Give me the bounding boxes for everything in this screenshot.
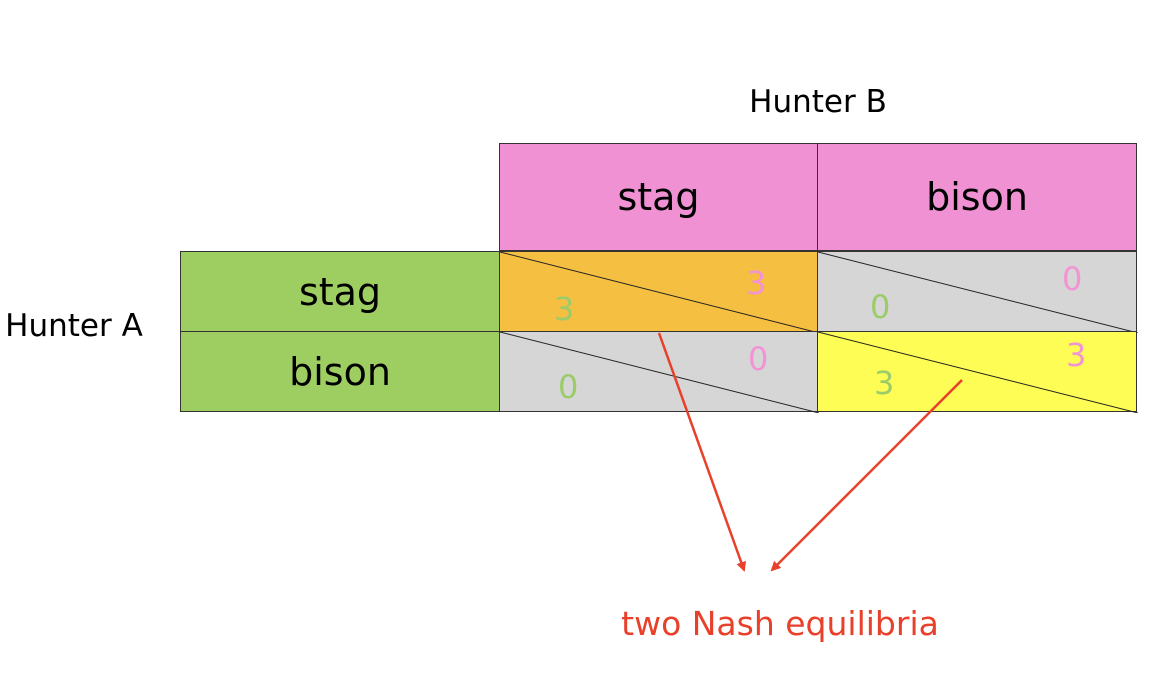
payoff-cell-stag-stag: 3 3	[499, 251, 819, 333]
payoff-hunter-a: 3	[554, 290, 575, 328]
row-header-label: stag	[298, 269, 382, 314]
payoff-hunter-a: 3	[874, 364, 895, 402]
payoff-hunter-b: 0	[748, 340, 769, 378]
payoff-hunter-b: 0	[1062, 260, 1083, 298]
row-header-bison: bison	[180, 331, 500, 412]
row-header-stag: stag	[180, 251, 500, 332]
column-header-label: stag	[617, 175, 700, 219]
payoff-hunter-b: 3	[746, 264, 767, 302]
cell-diagonal	[818, 332, 1138, 413]
cell-diagonal	[818, 252, 1138, 333]
payoff-hunter-a: 0	[558, 368, 579, 406]
column-player-label: Hunter B	[749, 84, 887, 120]
payoff-hunter-a: 0	[870, 288, 891, 326]
row-header-label: bison	[289, 349, 391, 394]
payoff-cell-bison-stag: 0 0	[499, 331, 819, 413]
column-header-label: bison	[926, 175, 1028, 219]
payoff-cell-stag-bison: 0 0	[817, 251, 1138, 333]
payoff-hunter-b: 3	[1066, 336, 1087, 374]
column-header-bison: bison	[817, 143, 1137, 251]
cell-diagonal	[500, 332, 819, 413]
column-header-stag: stag	[499, 143, 818, 251]
payoff-cell-bison-bison: 3 3	[817, 331, 1138, 413]
row-player-label: Hunter A	[5, 308, 143, 344]
cell-diagonal	[500, 252, 819, 333]
nash-equilibria-caption: two Nash equilibria	[621, 604, 939, 643]
